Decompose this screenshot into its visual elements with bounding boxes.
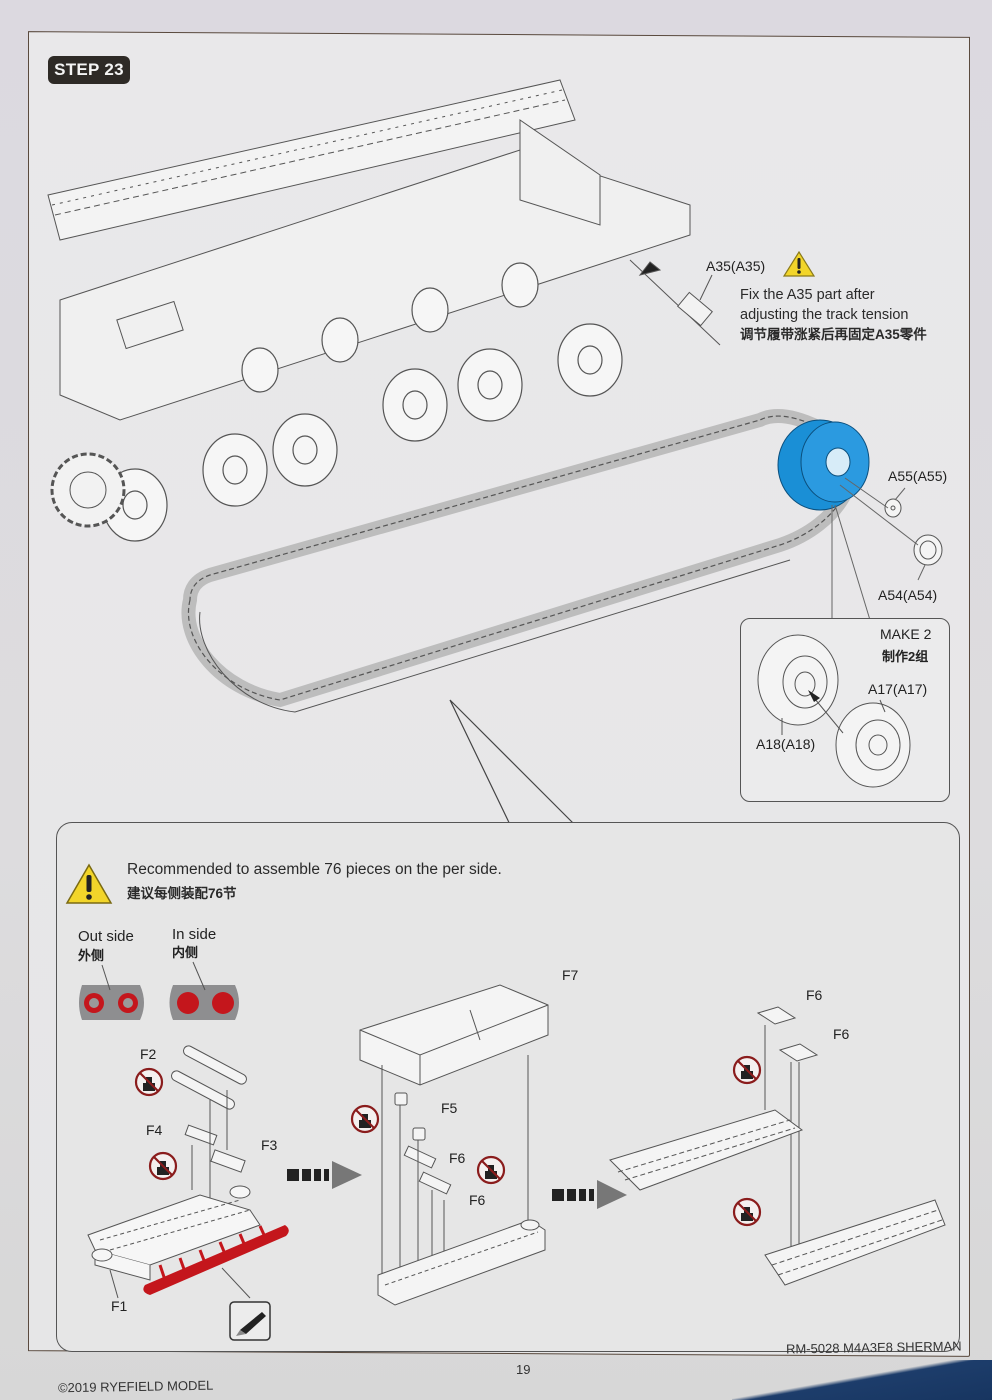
- warning-cn: 建议每侧装配76节: [127, 886, 237, 901]
- part-label-f3: F3: [261, 1137, 278, 1153]
- hull-body: [59, 119, 691, 421]
- f7-jig: [359, 984, 549, 1280]
- part-label-a54: A54(A54): [878, 587, 938, 603]
- a35-note-en-1: Fix the A35 part after: [740, 287, 875, 303]
- part-label-f6: F6: [449, 1150, 466, 1166]
- a35-note-en-2: adjusting the track tension: [740, 307, 909, 323]
- part-label-f2: F2: [140, 1046, 157, 1062]
- step-arrow-2: [552, 1180, 627, 1209]
- a54-cap: [913, 534, 943, 566]
- f5-f6-parts: [394, 1092, 452, 1280]
- in-side-label-cn: 内侧: [172, 945, 199, 960]
- part-label-f1: F1: [111, 1298, 128, 1314]
- product-code: RM-5028 M4A3E8 SHERMAN: [785, 1338, 962, 1357]
- road-wheels: [102, 262, 623, 542]
- page-number: 19: [516, 1362, 531, 1377]
- part-label-f7: F7: [562, 967, 579, 983]
- track-row-upper: [609, 1109, 804, 1191]
- warning-icon: [782, 250, 816, 277]
- f1-link-block: [87, 1185, 261, 1281]
- no-glue-icon: [732, 1055, 762, 1085]
- make-2-label-cn: 制作2组: [882, 649, 929, 664]
- hobby-knife-icon: [229, 1301, 271, 1341]
- drive-sprocket: [50, 452, 126, 528]
- out-side-link-diagram: [79, 964, 144, 1020]
- part-label-a55: A55(A55): [888, 468, 948, 484]
- in-side-label: In side: [172, 926, 217, 943]
- part-label-f4: F4: [146, 1122, 163, 1138]
- no-glue-icon: [350, 1104, 380, 1134]
- no-glue-icon: [134, 1067, 164, 1097]
- part-label-a17: A17(A17): [868, 681, 928, 697]
- no-glue-icon: [148, 1151, 178, 1181]
- part-label-f6: F6: [806, 987, 823, 1003]
- in-side-link-diagram: [169, 961, 239, 1020]
- make-2-label: MAKE 2: [880, 626, 932, 642]
- a55-washer: [884, 498, 902, 518]
- upper-track-run: [47, 79, 576, 241]
- warning-icon: [65, 863, 113, 904]
- part-label-f6: F6: [833, 1026, 850, 1042]
- track-row-lower: [764, 1199, 946, 1286]
- part-label-f5: F5: [441, 1100, 458, 1116]
- a35-note-cn: 调节履带涨紧后再固定A35零件: [740, 327, 927, 342]
- part-label-a35: A35(A35): [706, 258, 766, 274]
- no-glue-icon: [732, 1197, 762, 1227]
- assembly-recommendation: Recommended to assemble 76 pieces on the…: [127, 860, 502, 904]
- part-label-a18: A18(A18): [756, 736, 816, 752]
- copyright: ©2019 RYEFIELD MODEL: [57, 1377, 214, 1396]
- no-glue-icon: [476, 1155, 506, 1185]
- f7-jig-base: [377, 1219, 546, 1306]
- part-label-f6: F6: [469, 1192, 486, 1208]
- f6-pads: [756, 1006, 819, 1250]
- step-arrow-1: [287, 1161, 362, 1189]
- idler-wheel-highlight: [777, 419, 870, 511]
- out-side-label: Out side: [78, 928, 134, 945]
- a35-tension-note: Fix the A35 part after adjusting the tra…: [740, 285, 927, 345]
- red-sprue: [143, 1225, 289, 1295]
- warning-en: Recommended to assemble 76 pieces on the…: [127, 861, 502, 878]
- background-edge: [732, 1360, 992, 1400]
- out-side-label-cn: 外侧: [78, 948, 105, 963]
- step-badge: STEP 23: [48, 56, 130, 84]
- a35-part: [629, 259, 721, 346]
- stage1-parts: [171, 1045, 247, 1215]
